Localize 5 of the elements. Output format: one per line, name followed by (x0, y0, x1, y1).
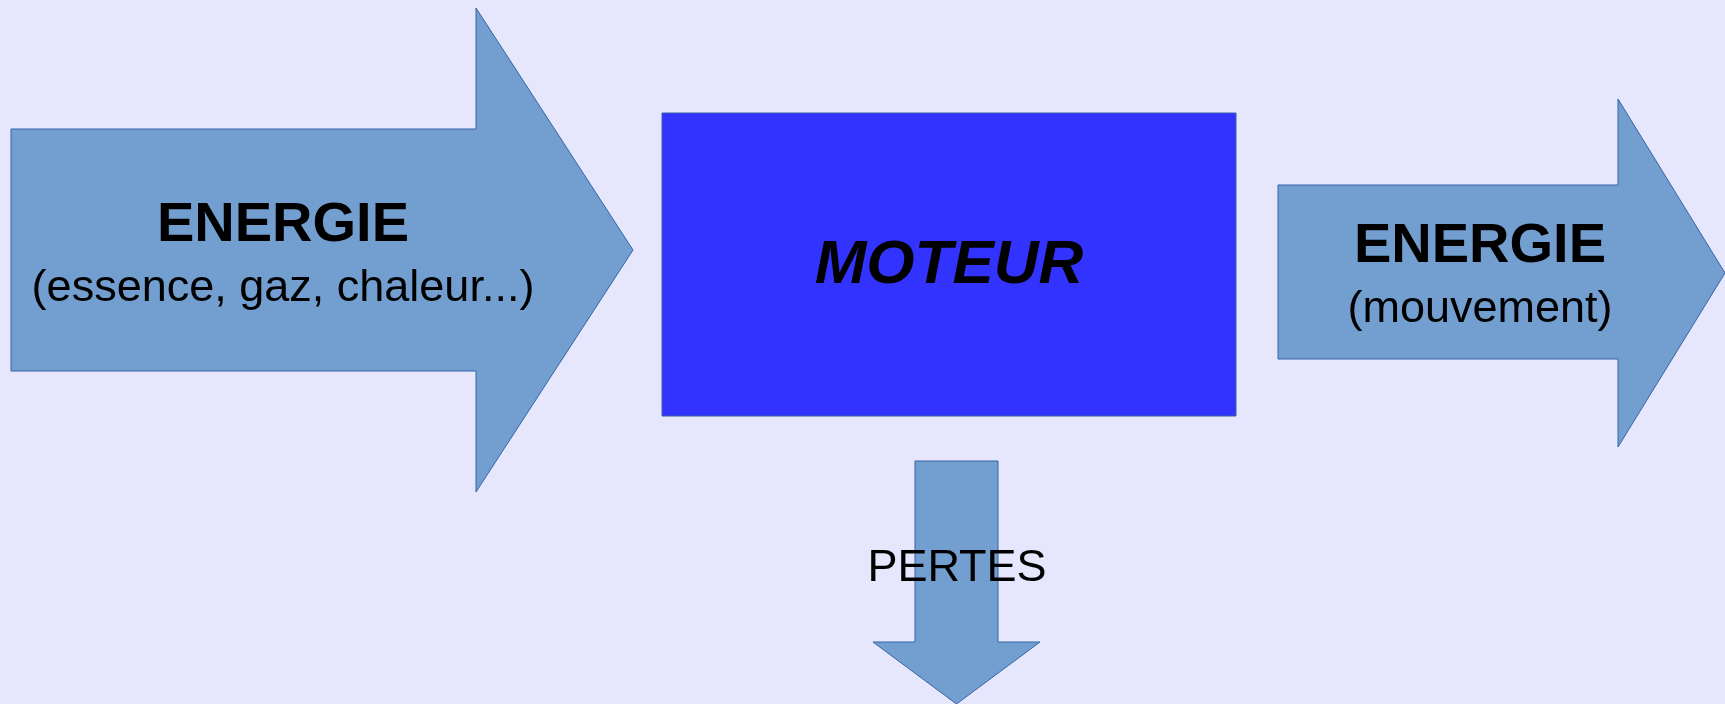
node-heading: ENERGIE (156, 191, 410, 253)
node-label: MOTEUR (814, 228, 1084, 297)
node-subtitle: (essence, gaz, chaleur...) (31, 261, 535, 311)
node-subtitle: (mouvement) (1347, 282, 1613, 332)
node-heading: ENERGIE (1353, 212, 1607, 274)
